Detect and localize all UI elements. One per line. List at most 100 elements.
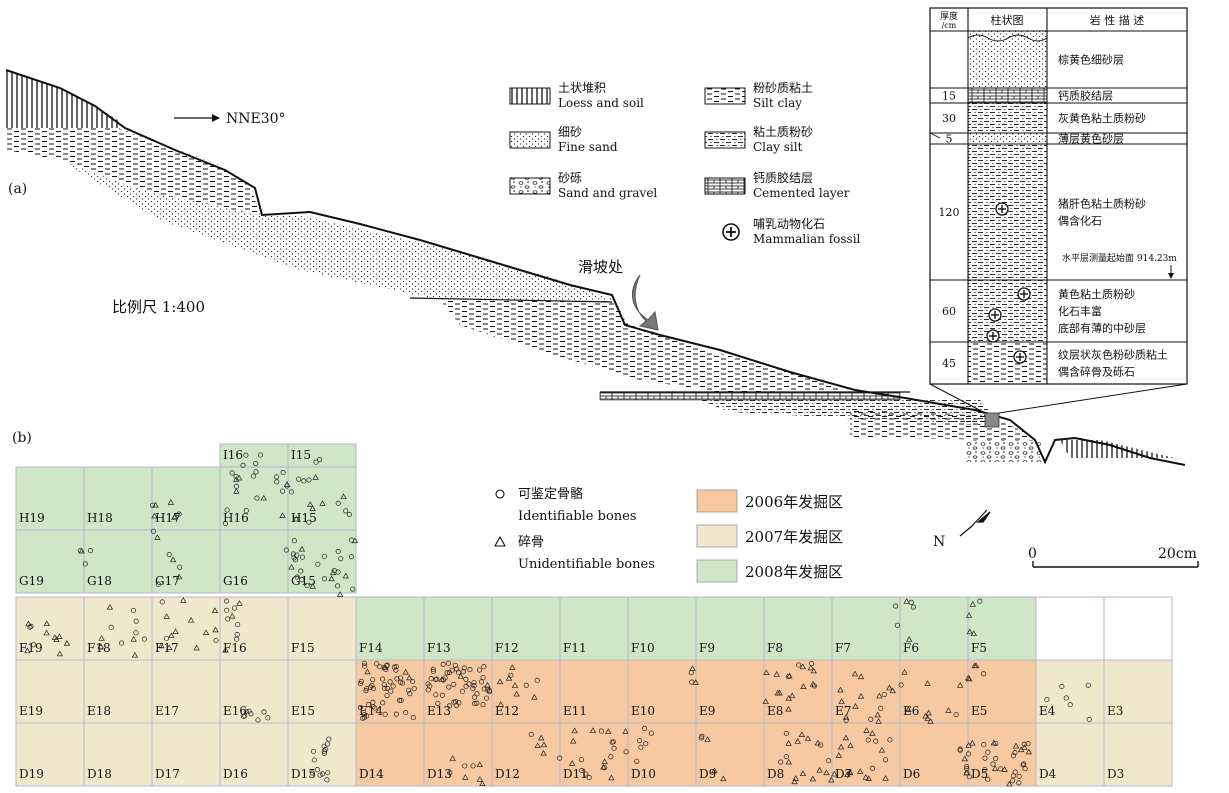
cross-section-panel: (a) NNE30° 比例尺 1:400 滑坡处 (5, 7, 1188, 466)
unidentifiable-bone (927, 718, 934, 724)
unidentifiable-bone (202, 629, 210, 635)
identifiable-bone (384, 685, 390, 691)
identifiable-bone (579, 767, 585, 774)
lithology-description: 偶含化石 (1058, 214, 1102, 228)
identifiable-bone (279, 488, 286, 494)
identifiable-bone (471, 679, 477, 686)
identifiable-bone (82, 561, 88, 567)
identifiable-bone (865, 737, 871, 743)
identifiable-bone (476, 667, 483, 673)
grid-label: F7 (835, 641, 851, 655)
identifiable-bone (98, 645, 104, 651)
identifiable-bone (602, 765, 608, 771)
grid-label: E17 (155, 704, 179, 718)
identifiable-bone (474, 700, 480, 706)
identifiable-bone (150, 528, 156, 534)
unidentifiable-bone (131, 651, 139, 658)
scale-end: 20cm (1158, 546, 1197, 562)
identifiable-bone (454, 666, 460, 672)
grid-label: F16 (223, 641, 247, 655)
identifiable-bone (1059, 683, 1065, 689)
grid-cell: E19 (15, 659, 85, 724)
unidentifiable-bone (187, 616, 195, 623)
identifiable-bone (133, 618, 139, 624)
grid-label: D3 (1107, 767, 1124, 781)
unidentifiable-bone (180, 597, 187, 603)
unidentifiable-bone (1025, 748, 1033, 755)
fossil-icon (988, 308, 1002, 322)
unidentifiable-bone (169, 556, 177, 563)
grid-cell: H19 (15, 466, 85, 531)
unidentifiable-bone (232, 476, 240, 483)
identifiable-bone (382, 711, 388, 717)
grid-label: D4 (1039, 767, 1057, 781)
identifiable-bone (957, 747, 963, 753)
unidentifiable-bone (449, 755, 456, 761)
unidentifiable-bone (540, 741, 548, 748)
unidentifiable-bone (875, 718, 882, 724)
identifiable-bone (243, 452, 249, 458)
identifiable-bone (326, 736, 332, 742)
identifiable-bone (301, 478, 307, 484)
grid-label: D14 (359, 767, 384, 781)
identifiable-bone (365, 701, 372, 707)
grid-cell: F15 (287, 596, 357, 661)
identifiable-bone (133, 630, 139, 636)
grid-cell: F11 (559, 596, 629, 661)
unidentifiable-bone (807, 664, 814, 671)
unidentifiable-bone (922, 712, 929, 719)
identifiable-bone (445, 660, 452, 666)
grid-label: D10 (631, 767, 656, 781)
grid-cell: E4 (1035, 659, 1105, 724)
thickness-value: 60 (942, 305, 956, 318)
unidentifiable-bone (809, 775, 817, 782)
grid-label: I15 (291, 448, 311, 462)
identifiable-bone (292, 557, 298, 563)
identifiable-bone (908, 599, 914, 605)
grid-label: F11 (563, 641, 587, 655)
unidentifiable-bone (799, 663, 807, 670)
unidentifiable-bone (497, 701, 505, 707)
grid-label: E6 (903, 704, 919, 718)
stratum-silt-clay-mid (440, 300, 850, 392)
identifiable-bone (894, 622, 900, 628)
unidentifiable-bone (505, 674, 513, 681)
column-header: 柱状图 (991, 13, 1024, 27)
grid-cell: D12 (491, 722, 561, 787)
lithology-description: 棕黄色细砂层 (1058, 53, 1124, 67)
thickness-unit: /cm (942, 21, 957, 30)
identifiable-bone (253, 460, 259, 467)
cemented-swatch (704, 177, 746, 195)
grid-label: F9 (699, 641, 715, 655)
grid-cell: F8 (763, 596, 833, 661)
unidentifiable-bone (288, 563, 295, 570)
identifiable-bone (809, 661, 815, 667)
identifiable-bone (311, 757, 317, 763)
identifiable-bone (362, 663, 368, 669)
thickness-value: 120 (939, 206, 960, 219)
identifiable-bone (398, 697, 404, 703)
identifiable-bone (508, 672, 514, 678)
identifiable-bone (234, 632, 240, 638)
identifiable-bone (1016, 780, 1022, 786)
unidentifiable-bone (773, 671, 780, 677)
identifiable-bone (883, 757, 889, 763)
identifiable-bone (235, 622, 241, 628)
grid-cell: D3 (1103, 722, 1173, 787)
legend-en: Unidentifiable bones (518, 557, 655, 572)
identifiable-bone (966, 774, 972, 780)
identifiable-bone (403, 710, 409, 716)
identifiable-bone (299, 554, 306, 560)
identifiable-bone (370, 686, 376, 692)
identifiable-bone (243, 708, 249, 715)
identifiable-bone (648, 730, 654, 736)
grid-label: G17 (155, 574, 180, 588)
legend-en: Clay silt (753, 140, 803, 154)
grid-cell: E14 (355, 659, 425, 724)
identifiable-bone (435, 700, 441, 706)
identifiable-bone (472, 701, 478, 707)
unidentifiable-bone (704, 736, 711, 742)
unidentifiable-bone (309, 505, 316, 511)
